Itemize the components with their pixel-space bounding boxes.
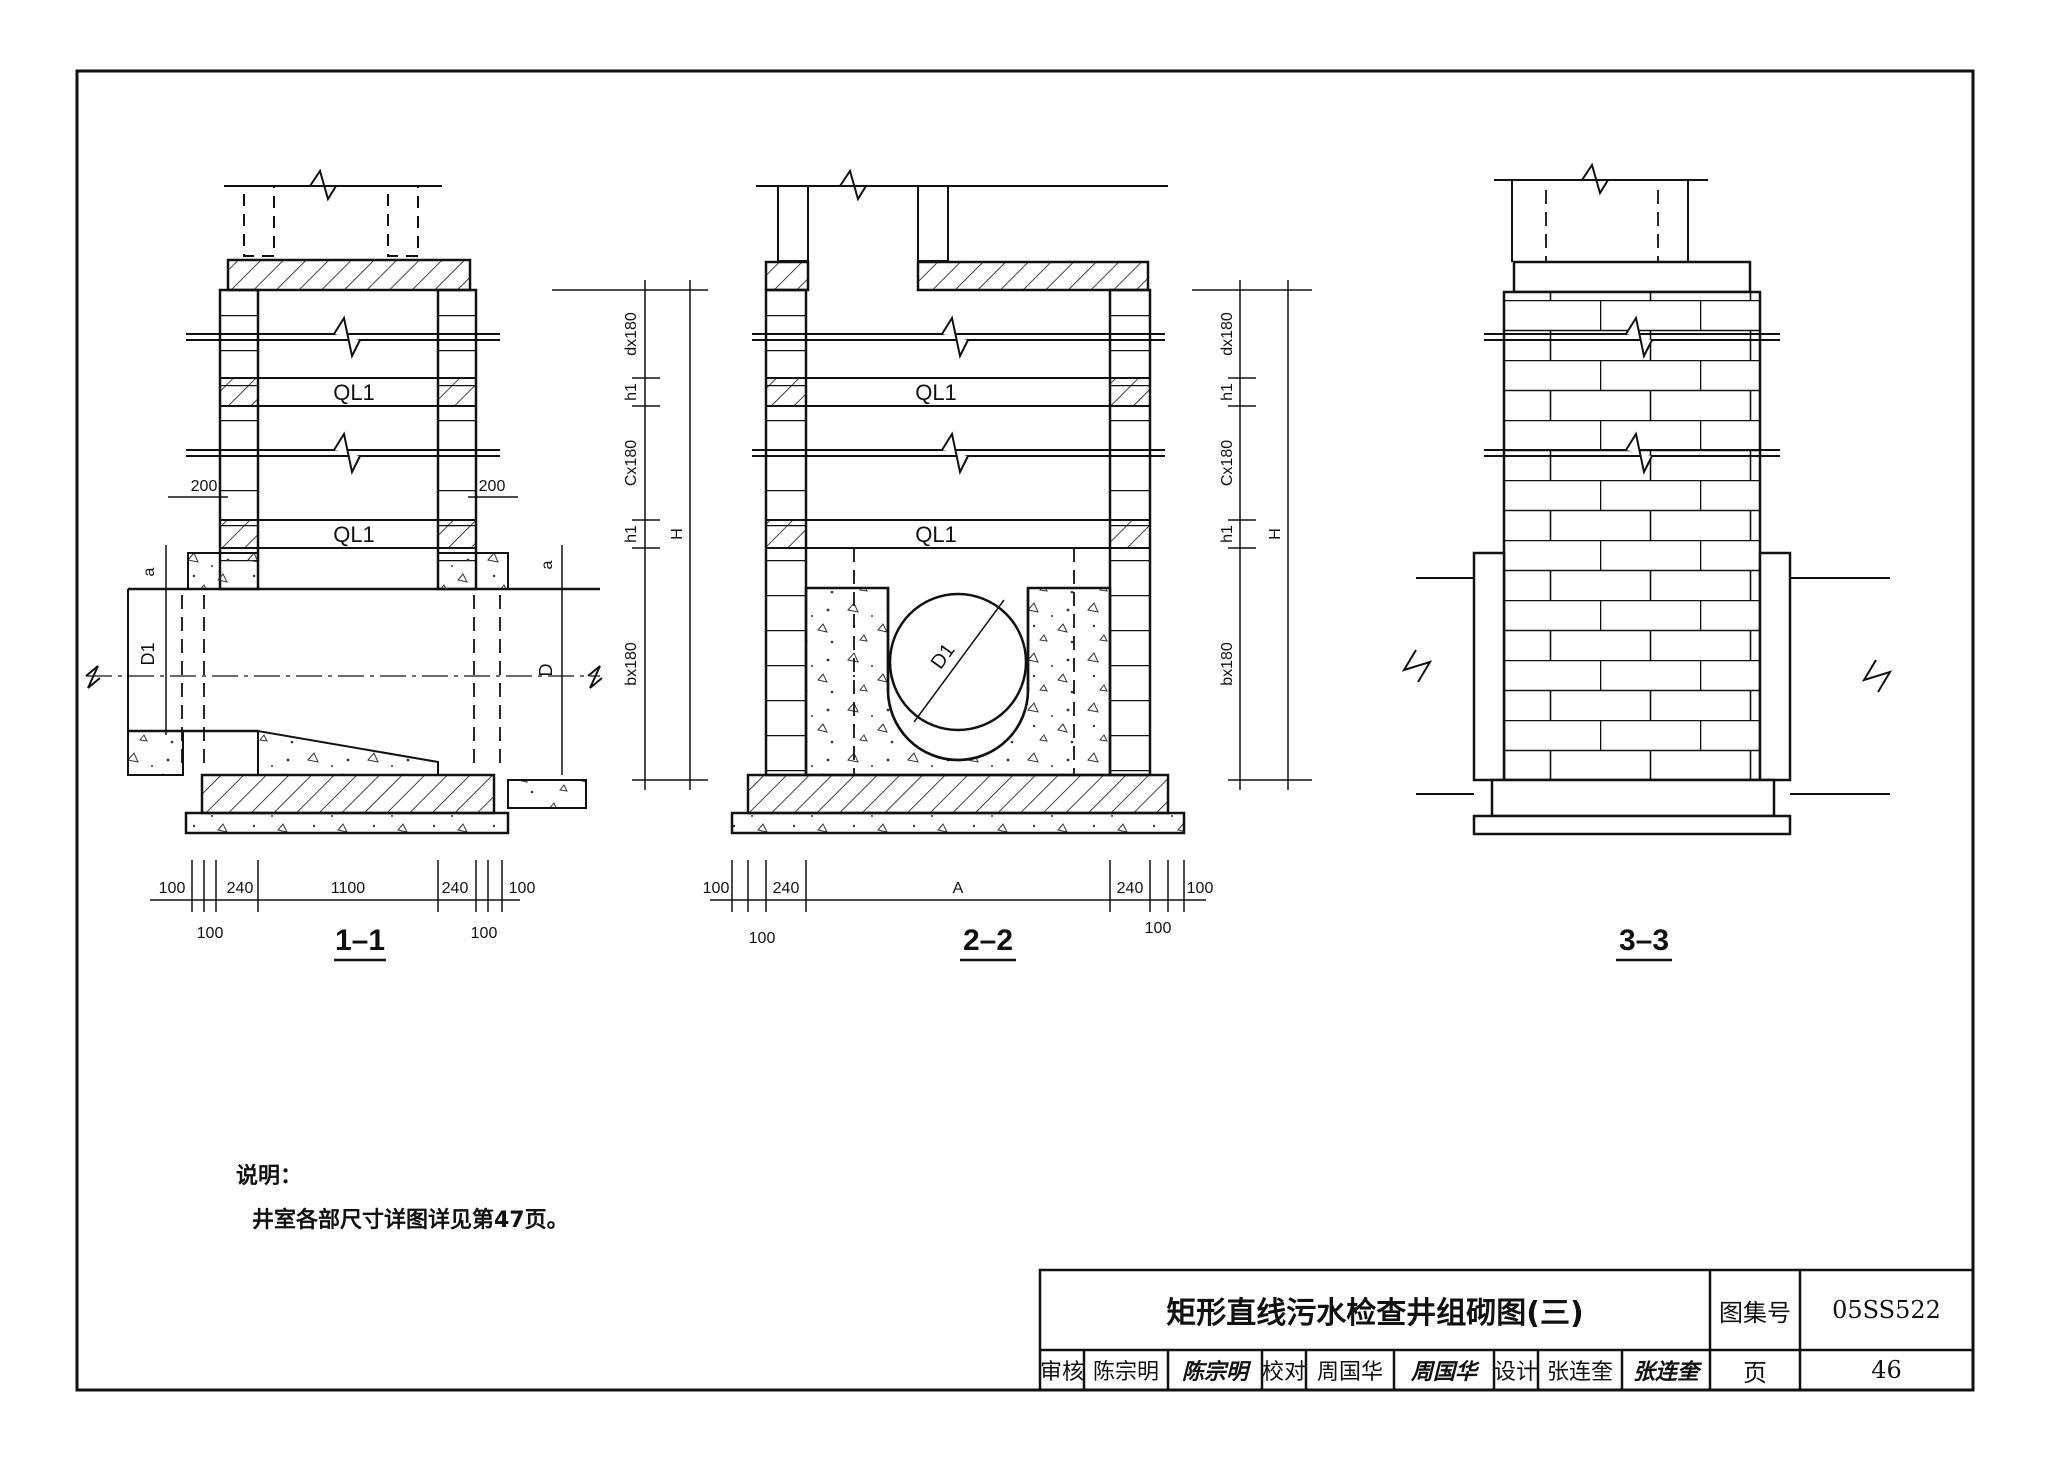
dim-bx180-right: bx180: [1219, 642, 1236, 686]
atlas-number: 05SS522: [1832, 1296, 1941, 1324]
dim-200-right: 200: [479, 478, 506, 495]
brick-wall-elevation: [1502, 290, 1762, 782]
dim-bottom-4: 240: [442, 880, 469, 897]
base-slab: [200, 773, 496, 815]
dim-bottom-1: 100: [159, 880, 186, 897]
reviewer-signature: 陈宗明: [1181, 1359, 1248, 1385]
ring-beam-label-lower: QL1: [333, 522, 375, 547]
cover-slab: [226, 258, 472, 292]
dim2-bottom-3: A: [953, 880, 964, 897]
dim-bottom-5: 100: [509, 880, 536, 897]
notes-text: 井室各部尺寸详图详见第47页。: [252, 1208, 569, 1233]
notes-heading: 说明：: [236, 1164, 303, 1189]
dim-d1-left: D1: [138, 642, 158, 665]
review-label: 审核: [1040, 1360, 1085, 1385]
check-label: 校对: [1262, 1360, 1307, 1385]
designer-signature: 张连奎: [1632, 1359, 1699, 1385]
dim-bottom-3: 1100: [331, 880, 366, 897]
dim2-bottom-4: 240: [1117, 880, 1144, 897]
sheet-border: [75, 69, 1975, 1392]
dim-200-left: 200: [191, 478, 218, 495]
section-3-3: 3–3: [1401, 162, 1893, 962]
title-block: [1038, 1268, 1975, 1392]
dim-h1-lower-right: h1: [1219, 525, 1236, 543]
page-number: 46: [1871, 1356, 1902, 1384]
dim-a-left: a: [141, 567, 158, 576]
dim2-bottom-5: 100: [1187, 880, 1214, 897]
dim-d-right: D: [536, 664, 556, 677]
dim-cx180-left: Cx180: [623, 440, 640, 486]
dim-h1-lower-left: h1: [623, 525, 640, 543]
dim-H-right: H: [1267, 528, 1284, 540]
dim-h1-upper-right: h1: [1219, 383, 1236, 401]
dim-bottom-2: 240: [227, 880, 254, 897]
dim2-bottom-sub-2: 100: [1145, 920, 1172, 937]
reviewer-name: 陈宗明: [1092, 1360, 1159, 1385]
dim-a-right: a: [539, 560, 556, 569]
checker-signature: 周国华: [1410, 1359, 1477, 1385]
section-1-1: QL1 QL1 200 200 a D1 a D: [85, 168, 603, 962]
dim-dx180-left: dx180: [623, 312, 640, 356]
designer-name: 张连奎: [1546, 1360, 1613, 1385]
elevation-dims-right: [1192, 280, 1312, 790]
dim2-bottom-2: 240: [773, 880, 800, 897]
dim-dx180-right: dx180: [1219, 312, 1236, 356]
section-2-2: QL1 QL1 D1 100 240 A 240 100 100 100 2–2: [703, 168, 1214, 962]
elevation-dims-left: [552, 280, 708, 790]
dim2-bottom-1: 100: [703, 880, 730, 897]
dim2-bottom-sub-1: 100: [749, 930, 776, 947]
ring-beam-label-upper: QL1: [333, 380, 375, 405]
section-title-1-1: 1–1: [335, 924, 385, 957]
section-title-2-2: 2–2: [963, 924, 1013, 957]
dim-bottom-sub-2: 100: [471, 925, 498, 942]
ring-beam-label-upper-2: QL1: [915, 380, 957, 405]
drawing-title: 矩形直线污水检查井组砌图(三): [1166, 1296, 1584, 1331]
design-label: 设计: [1494, 1360, 1539, 1385]
ring-beam-label-lower-2: QL1: [915, 522, 957, 547]
dim-H-left: H: [669, 528, 686, 540]
page-label: 页: [1743, 1358, 1767, 1387]
dim-h1-upper-left: h1: [623, 383, 640, 401]
dim-bottom-sub-1: 100: [197, 925, 224, 942]
dim-cx180-right: Cx180: [1219, 440, 1236, 486]
atlas-label: 图集号: [1719, 1298, 1791, 1327]
dim-bx180-left: bx180: [623, 642, 640, 686]
section-title-3-3: 3–3: [1619, 924, 1669, 957]
checker-name: 周国华: [1316, 1360, 1383, 1385]
